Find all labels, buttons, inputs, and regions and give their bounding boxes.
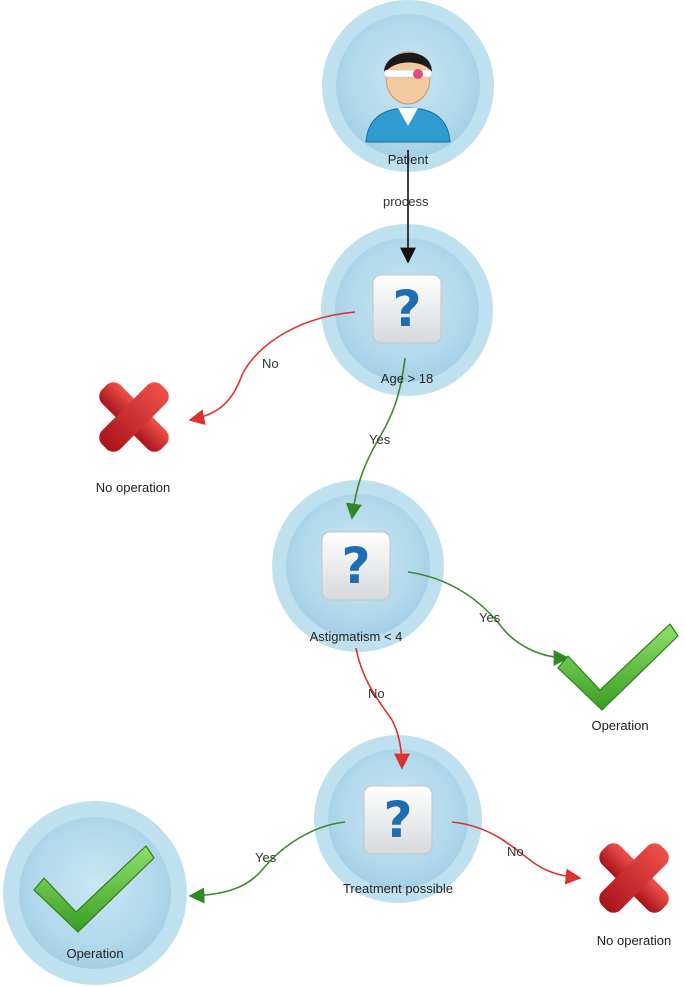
node-label-no-operation-top: No operation bbox=[96, 480, 170, 495]
checkmark-icon bbox=[557, 623, 679, 711]
question-icon: ? bbox=[363, 785, 433, 855]
patient-icon bbox=[365, 51, 451, 143]
checkmark-icon bbox=[33, 845, 155, 933]
edge-treat-no bbox=[451, 821, 582, 885]
node-label-astigmatism: Astigmatism < 4 bbox=[310, 629, 403, 644]
svg-text:?: ? bbox=[392, 280, 421, 338]
edge-astig-yes bbox=[407, 571, 570, 666]
node-label-patient: Patient bbox=[388, 152, 429, 167]
svg-text:?: ? bbox=[341, 537, 370, 595]
cross-icon bbox=[599, 843, 669, 913]
edge-label-age-yes: Yes bbox=[369, 432, 391, 447]
node-label-age: Age > 18 bbox=[381, 371, 433, 386]
edge-label-astig-yes: Yes bbox=[479, 610, 501, 625]
edge-label-treat-no: No bbox=[507, 844, 524, 859]
edge-label-treat-yes: Yes bbox=[255, 850, 277, 865]
edge-label-astig-no: No bbox=[368, 686, 385, 701]
edge-label-process: process bbox=[383, 194, 429, 209]
edge-age-yes bbox=[345, 357, 406, 520]
edge-label-age-no: No bbox=[262, 356, 279, 371]
question-icon: ? bbox=[372, 274, 442, 344]
node-label-operation-left: Operation bbox=[66, 946, 123, 961]
edge-astig-no bbox=[355, 647, 410, 770]
node-label-no-operation-bottom: No operation bbox=[597, 933, 671, 948]
node-ring-operation-left bbox=[3, 801, 187, 985]
node-label-operation-right: Operation bbox=[591, 718, 648, 733]
edge-age-no bbox=[188, 311, 356, 426]
edge-treat-yes bbox=[188, 821, 346, 904]
question-icon: ? bbox=[321, 531, 391, 601]
svg-text:?: ? bbox=[383, 791, 412, 849]
node-label-treatment: Treatment possible bbox=[343, 881, 453, 896]
cross-icon bbox=[99, 382, 169, 452]
